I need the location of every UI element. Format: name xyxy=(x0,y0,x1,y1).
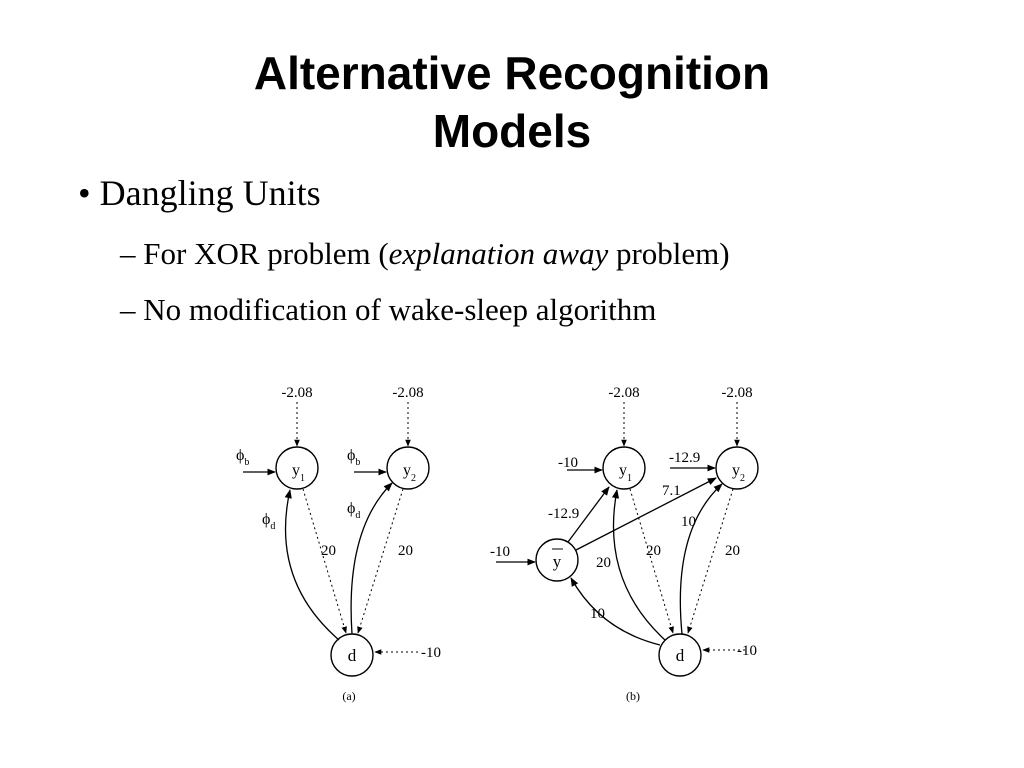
edge-d-y2-b xyxy=(679,483,723,635)
weight-d-y2-b: 10 xyxy=(681,514,696,530)
sub-bullet-text: No modification of wake-sleep algorithm xyxy=(143,292,657,327)
weight-d-ybar-b: 10 xyxy=(590,606,605,622)
node-d-b-label: d xyxy=(676,646,685,665)
node-y1-b-label: y1 xyxy=(619,462,632,484)
edge-d-ybar-b xyxy=(570,577,661,646)
node-y2-b xyxy=(715,446,759,490)
edge-y2-d-b xyxy=(687,488,734,634)
weight-y1-d-a: 20 xyxy=(321,543,336,559)
node-y1-b xyxy=(602,446,646,490)
sub-bullet-xor: – For XOR problem (explanation away prob… xyxy=(120,236,730,272)
bias-d-a-label: -10 xyxy=(421,645,441,661)
in-ybar-b-label: -10 xyxy=(490,544,510,560)
diagram-b: y1 y2 y d -2.08 -2.08 -10 -12.9 -10 -12.… xyxy=(490,385,759,703)
edge-d-y2-a xyxy=(350,482,393,635)
diagram-a: y1 y2 d -2.08 -2.08 ϕb ϕb ϕd ϕd 20 20 -1… xyxy=(236,385,441,703)
dash-marker: – xyxy=(120,236,136,271)
sub-bullet-text-post: problem) xyxy=(608,236,730,271)
weight-ybar-y1-b: -12.9 xyxy=(548,506,579,522)
sub-bullet-text-pre: For XOR problem ( xyxy=(143,236,389,271)
bias-y2-a-label: -2.08 xyxy=(392,385,423,401)
bias-y1-a-label: -2.08 xyxy=(281,385,312,401)
sub-bullet-text-italic: explanation away xyxy=(388,236,609,271)
edge-y1-d-a xyxy=(302,488,347,634)
weight-y2-d-b: 20 xyxy=(725,543,740,559)
caption-a: (a) xyxy=(342,689,355,703)
edge-ybar-y2-b xyxy=(575,477,717,551)
weight-y1-d-b: 20 xyxy=(646,543,661,559)
bullet-text: Dangling Units xyxy=(99,173,321,213)
node-y1-a xyxy=(275,446,319,490)
node-y2-a xyxy=(386,446,430,490)
slide-title: Alternative Recognition Models xyxy=(0,44,1024,160)
weight-ybar-y2-b: 7.1 xyxy=(662,483,681,499)
node-y2-b-label: y2 xyxy=(732,462,745,484)
in-y2-b-label: -12.9 xyxy=(669,450,700,466)
title-line-2: Models xyxy=(432,105,592,157)
node-d-a-label: d xyxy=(348,646,357,665)
weight-d-ybar-a: 20 xyxy=(596,555,611,571)
edge-y2-d-a xyxy=(357,488,404,634)
edge-ybar-y1-b xyxy=(567,486,610,543)
caption-b: (b) xyxy=(626,689,640,703)
edge-y1-d-b xyxy=(629,488,674,634)
phi-d-1-label: ϕd xyxy=(262,511,275,532)
node-y2-a-label: y2 xyxy=(403,462,416,484)
bias-y2-b-label: -2.08 xyxy=(721,385,752,401)
node-ybar-b xyxy=(535,538,579,582)
bias-y1-b-label: -2.08 xyxy=(608,385,639,401)
title-line-1: Alternative Recognition xyxy=(253,47,771,99)
dash-marker: – xyxy=(120,292,136,327)
phi-b-y1-label: ϕb xyxy=(236,447,249,468)
edge-d-y1-b xyxy=(611,489,666,641)
bias-d-b-label: -10 xyxy=(737,643,757,659)
node-y1-a-label: y1 xyxy=(292,462,305,484)
sub-bullet-no-modification: – No modification of wake-sleep algorith… xyxy=(120,292,656,328)
in-y1-b-label: -10 xyxy=(558,455,578,471)
node-ybar-b-label: y xyxy=(553,552,562,571)
bullet-dangling-units: • Dangling Units xyxy=(78,172,321,214)
edge-d-y1-a xyxy=(284,489,340,641)
node-d-b xyxy=(658,633,702,677)
phi-d-2-label: ϕd xyxy=(347,500,360,521)
weight-y2-d-a: 20 xyxy=(398,543,413,559)
phi-b-y2-label: ϕb xyxy=(347,447,360,468)
bullet-marker: • xyxy=(78,173,91,213)
